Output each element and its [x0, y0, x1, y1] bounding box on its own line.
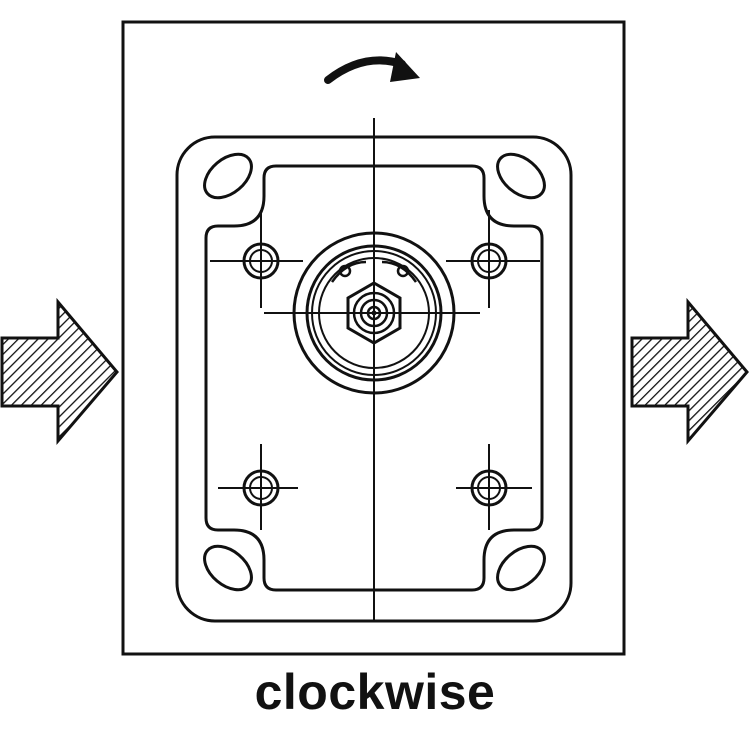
corner-slot [203, 152, 253, 200]
corner-slot [496, 152, 546, 200]
shaft-boss [292, 231, 456, 395]
outer-frame [121, 20, 626, 656]
retaining-clip [330, 260, 418, 283]
rotation-direction-label: clockwise [254, 664, 496, 720]
mounting-hole [218, 444, 298, 530]
outlet-hatched-arrow-icon [630, 297, 749, 446]
pump-body-outline [204, 164, 544, 592]
mounting-hole [446, 210, 540, 308]
clockwise-arrow-icon [324, 52, 420, 84]
corner-slot [496, 544, 546, 592]
mounting-hole [210, 210, 303, 308]
corner-slot [203, 544, 253, 592]
shaft-hex [346, 281, 402, 345]
inlet-hatched-arrow-icon [0, 297, 119, 446]
mounting-hole [456, 444, 532, 530]
